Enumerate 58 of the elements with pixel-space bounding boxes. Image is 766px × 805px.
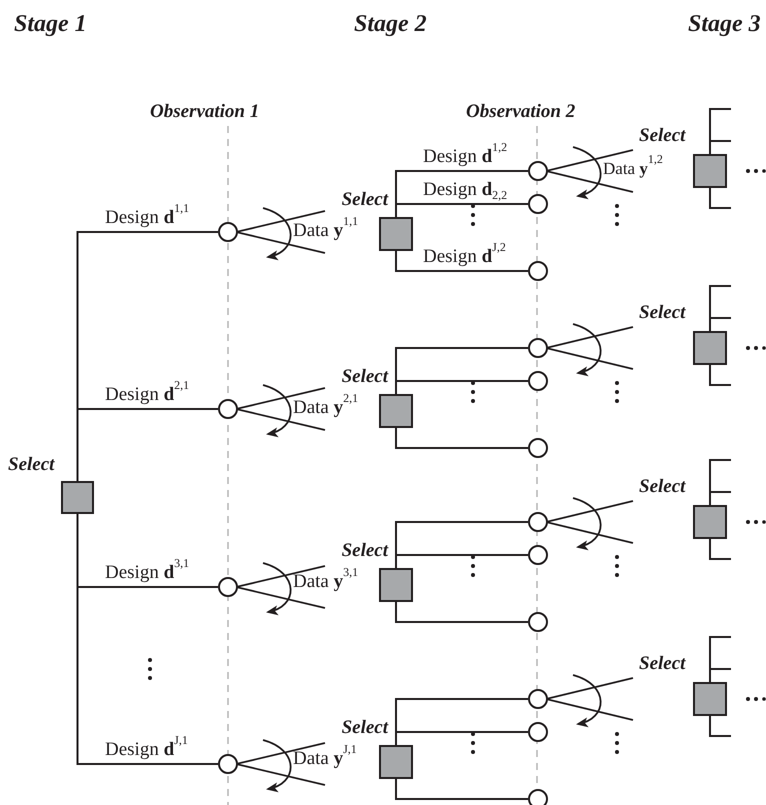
branch-line [395, 380, 528, 394]
select-label: Select [639, 654, 686, 673]
branch-line [709, 317, 731, 331]
stage-heading: Stage 2 [354, 12, 427, 36]
decision-node [61, 481, 94, 514]
chance-node [218, 754, 238, 774]
branch-line [709, 539, 731, 560]
decision-node [379, 217, 413, 251]
branch-line [395, 251, 528, 272]
branch-line [395, 602, 528, 623]
select-label: Select [8, 455, 54, 474]
stage-heading: Stage 1 [14, 12, 87, 36]
chance-node [528, 545, 548, 565]
branch-line [76, 514, 218, 765]
select-label: Select [342, 190, 388, 209]
chance-node [528, 689, 548, 709]
branch-line [709, 140, 731, 154]
chance-node [528, 722, 548, 742]
decision-node [379, 745, 413, 779]
chance-node [528, 371, 548, 391]
branch-line [709, 188, 731, 209]
decision-node [693, 331, 727, 365]
select-label: Select [342, 541, 388, 560]
select-label: Select [639, 126, 686, 145]
branch-line [395, 731, 528, 745]
observation-heading: Observation 1 [150, 102, 260, 121]
select-label: Select [639, 303, 686, 322]
chance-node [528, 512, 548, 532]
branch-line [395, 428, 528, 449]
select-label: Select [639, 477, 686, 496]
branch-line [395, 554, 528, 568]
branch-line [395, 779, 528, 800]
chance-node [528, 338, 548, 358]
branch-line [709, 365, 731, 386]
stage-heading: Stage 3 [688, 12, 761, 36]
chance-node [218, 577, 238, 597]
chance-node [218, 399, 238, 419]
decision-node [379, 568, 413, 602]
decision-node [693, 682, 727, 716]
branch-line [709, 668, 731, 682]
select-label: Select [342, 367, 388, 386]
branch-line [709, 716, 731, 737]
branch-line [395, 203, 528, 217]
chance-node [528, 161, 548, 181]
chance-node [528, 261, 548, 281]
chance-node [528, 789, 548, 805]
decision-node [379, 394, 413, 428]
chance-node [528, 612, 548, 632]
decision-node [693, 505, 727, 539]
select-label: Select [342, 718, 388, 737]
chance-node [528, 438, 548, 458]
chance-node [528, 194, 548, 214]
branch-line [709, 491, 731, 505]
branch-line [76, 408, 218, 481]
observation-heading: Observation 2 [466, 102, 576, 121]
decision-node [693, 154, 727, 188]
chance-node [218, 222, 238, 242]
edge-label: Design d$_{2,2}$ [423, 180, 508, 199]
